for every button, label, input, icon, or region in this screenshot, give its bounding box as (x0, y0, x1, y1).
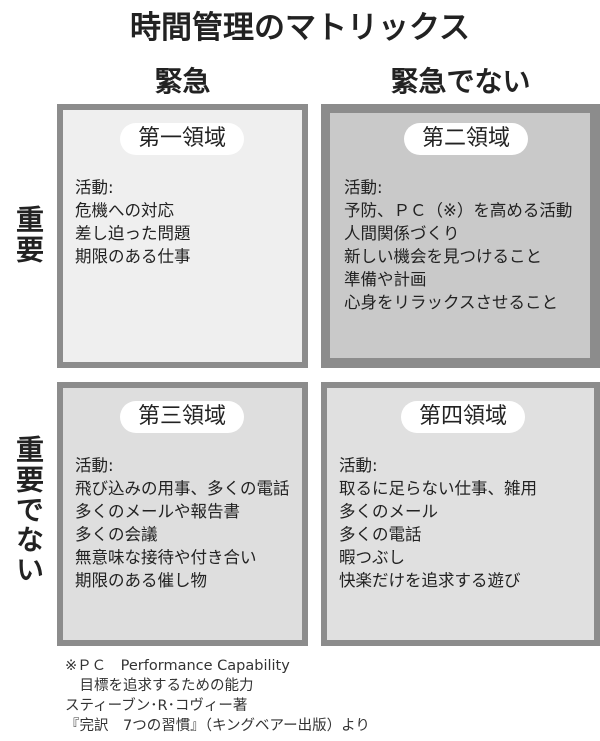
row-header-important: 重要 (12, 205, 45, 265)
diagram-title: 時間管理のマトリックス (129, 10, 471, 46)
activity-item: 期限のある仕事 (75, 247, 191, 266)
quadrant-1: 第一領域活動: 危機への対応差し迫った問題期限のある仕事 (57, 104, 308, 368)
footnote-line: スティーブン･R･コヴィー著 (65, 698, 248, 714)
quadrant-label: 第三領域 (120, 401, 244, 433)
activity-item: 危機への対応 (75, 201, 174, 220)
activity-item: 飛び込みの用事、多くの電話 (75, 479, 290, 498)
activity-item: 新しい機会を見つけること (344, 247, 542, 266)
activity-item: 取るに足らない仕事、雑用 (339, 479, 537, 498)
quadrant-label: 第二領域 (404, 123, 528, 155)
activity-item: 多くの会議 (75, 525, 158, 544)
activity-item: 多くの電話 (339, 525, 422, 544)
footnote-line: 『完訳 7つの習慣』（キングベアー出版）より (65, 718, 370, 734)
quadrant-3: 第三領域活動: 飛び込みの用事、多くの電話多くのメールや報告書多くの会議無意味な接… (57, 382, 308, 646)
quadrant-label: 第一領域 (120, 123, 244, 155)
activity-heading: 活動: (75, 178, 114, 197)
activity-heading: 活動: (339, 456, 378, 475)
footnote-line: 目標を追求するための能力 (65, 678, 254, 694)
activity-item: 無意味な接待や付き合い (75, 548, 257, 567)
activity-heading: 活動: (75, 456, 114, 475)
activity-item: 差し迫った問題 (75, 224, 191, 243)
footnotes: ※ＰＣ Performance Capability 目標を追求するための能力 … (65, 656, 370, 736)
row-header-not-important: 重要でない (12, 435, 45, 585)
quadrant-label: 第四領域 (401, 401, 525, 433)
activity-item: 多くのメールや報告書 (75, 502, 240, 521)
quadrant-2: 第二領域活動: 予防、ＰＣ（※）を高める活動人間関係づくり新しい機会を見つけること… (321, 104, 600, 368)
activity-list: 活動: 危機への対応差し迫った問題期限のある仕事 (75, 176, 191, 268)
activity-item: 予防、ＰＣ（※）を高める活動 (344, 201, 573, 220)
column-header-not-urgent: 緊急でない (390, 65, 531, 98)
activity-item: 期限のある催し物 (75, 571, 207, 590)
quadrant-4: 第四領域活動: 取るに足らない仕事、雑用多くのメール多くの電話暇つぶし快楽だけを追… (321, 382, 600, 646)
footnote-line: ※ＰＣ Performance Capability (65, 658, 290, 674)
activity-item: 多くのメール (339, 502, 438, 521)
activity-item: 快楽だけを追求する遊び (339, 571, 521, 590)
activity-item: 心身をリラックスさせること (344, 293, 559, 312)
activity-list: 活動: 取るに足らない仕事、雑用多くのメール多くの電話暇つぶし快楽だけを追求する遊… (339, 454, 537, 592)
column-header-urgent: 緊急 (154, 65, 211, 98)
activity-item: 準備や計画 (344, 270, 427, 289)
activity-list: 活動: 飛び込みの用事、多くの電話多くのメールや報告書多くの会議無意味な接待や付き… (75, 454, 290, 592)
activity-item: 人間関係づくり (344, 224, 460, 243)
activity-heading: 活動: (344, 178, 383, 197)
activity-item: 暇つぶし (339, 548, 405, 567)
activity-list: 活動: 予防、ＰＣ（※）を高める活動人間関係づくり新しい機会を見つけること準備や計… (344, 176, 572, 314)
